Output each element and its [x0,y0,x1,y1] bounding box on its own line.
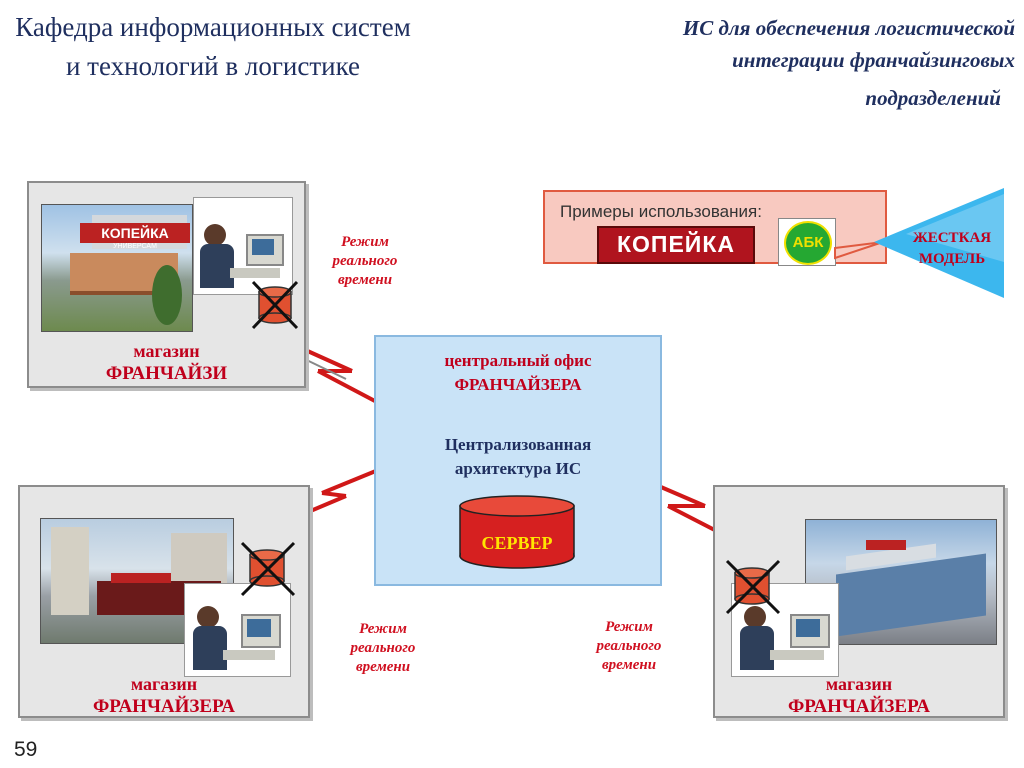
callout-pointer [834,241,884,260]
realtime-line: реального [332,253,398,269]
realtime-line: времени [337,272,393,288]
rigid-model-label: ЖЕСТКАЯ МОДЕЛЬ [898,228,1006,270]
server-database-icon [459,495,575,569]
crossed-database-icon [725,559,781,615]
operator-at-computer [193,197,293,295]
store-label-line1: магазин [133,341,200,361]
crossed-database-icon [251,280,299,330]
rigid-model-triangle [874,188,1004,298]
realtime-line: времени [355,659,411,675]
store-label-line2: ФРАНЧАЙЗИ [105,363,228,384]
store-photo: КОПЕЙКА УНИВЕРСАМ [41,204,193,332]
store-label-line2: ФРАНЧАЙЗЕРА [787,696,931,717]
realtime-line: времени [601,657,657,673]
store-label-line1: магазин [130,674,198,694]
slide-number: 59 [14,738,38,761]
realtime-line: Режим [341,234,389,250]
store-label: магазин ФРАНЧАЙЗИ [29,340,304,385]
slide-title-line3: подразделений [865,86,1001,110]
abk-logo-frame: АБК [778,218,836,266]
slide-title-line2: интеграции франчайзинговых [732,48,1015,72]
store-franchisor-left: магазин ФРАНЧАЙЗЕРА [18,485,310,718]
architecture-line1: Централизованная [444,435,592,454]
model-line1: ЖЕСТКАЯ [912,230,992,246]
model-line2: МОДЕЛЬ [918,251,986,267]
store-label-line2: ФРАНЧАЙЗЕРА [92,696,236,717]
examples-callout: Примеры использования: КОПЕЙКА АБК [543,190,887,266]
realtime-line: Режим [605,619,653,635]
examples-label: Примеры использования: [560,202,762,221]
store-label-line1: магазин [825,674,893,694]
office-line1: центральный офис [444,351,592,370]
realtime-label-top: Режим реального времени [300,233,430,290]
slide-title-line1: ИС для обеспечения логистической [682,16,1015,40]
server-label: СЕРВЕР [481,533,553,553]
abk-logo: АБК [784,221,832,265]
department-title: Кафедра информационных систем и технолог… [15,12,411,81]
office-title: центральный офис ФРАНЧАЙЗЕРА [376,349,660,397]
realtime-label-bottom-right: Режим реального времени [564,618,694,675]
central-office-box: центральный офис ФРАНЧАЙЗЕРА Централизов… [374,335,662,586]
store-sign-sub: УНИВЕРСАМ [113,243,157,250]
realtime-line: реального [350,640,416,656]
store-label: магазин ФРАНЧАЙЗЕРА [715,673,1003,718]
realtime-line: реального [596,638,662,654]
kopeika-logo: КОПЕЙКА [597,226,755,264]
store-sign: КОПЕЙКА [80,223,190,243]
office-line2: ФРАНЧАЙЗЕРА [454,375,582,394]
crossed-database-icon [240,541,296,597]
store-franchisee: КОПЕЙКА УНИВЕРСАМ магазин ФРАНЧАЙЗИ [27,181,306,388]
realtime-label-bottom-left: Режим реального времени [318,620,448,677]
slide-title: ИС для обеспечения логистической интегра… [540,12,1015,114]
operator-at-computer [184,583,291,677]
architecture-label: Централизованная архитектура ИС [376,433,660,481]
store-franchisor-right: магазин ФРАНЧАЙЗЕРА [713,485,1005,718]
realtime-line: Режим [359,621,407,637]
architecture-line2: архитектура ИС [454,459,582,478]
store-label: магазин ФРАНЧАЙЗЕРА [20,673,308,718]
